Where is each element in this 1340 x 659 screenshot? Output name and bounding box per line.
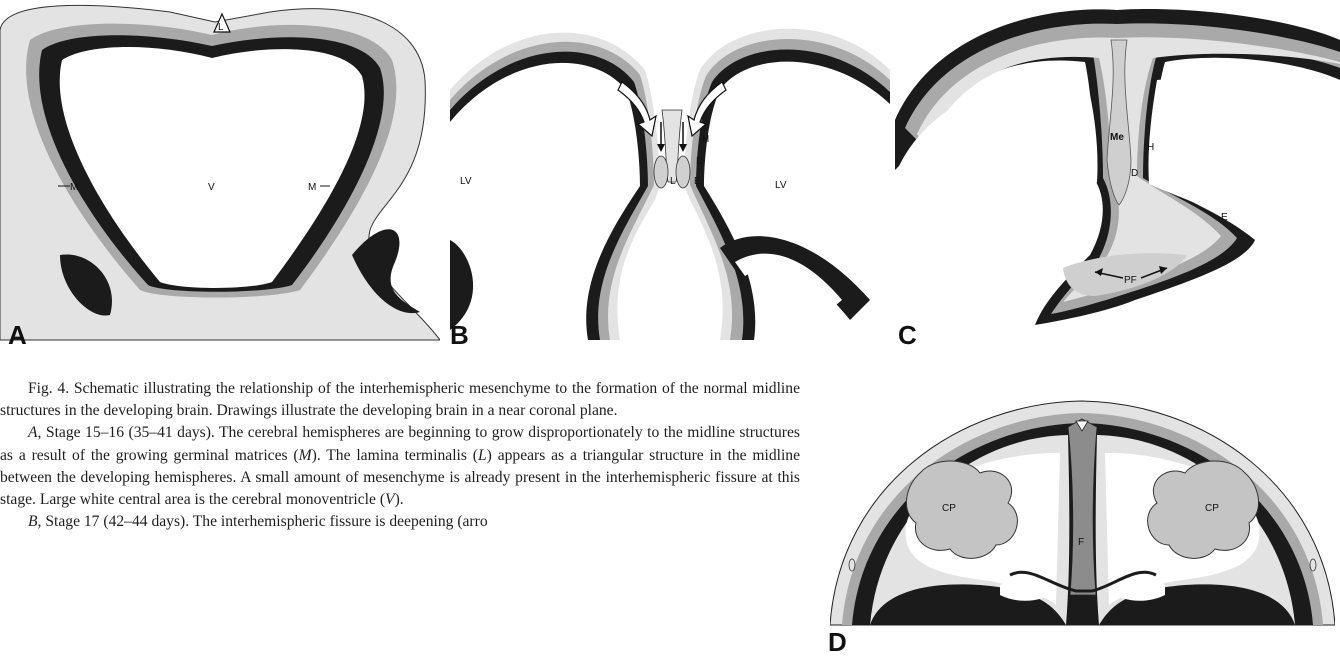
panel-c: Me H D E PF C (895, 0, 1340, 350)
panel-b-drawing: LV LV H D E L (450, 0, 890, 350)
panel-a: L M M V A (0, 0, 440, 350)
panel-b: LV LV H D E L B (450, 0, 890, 350)
panel-b-label-d: D (696, 156, 703, 167)
caption-b-paragraph: B, Stage 17 (42–44 days). The interhemis… (0, 511, 800, 533)
panel-b-label-lv-left: LV (460, 176, 472, 187)
panel-c-label-h: H (1147, 142, 1154, 153)
caption-a-label: A, (28, 424, 41, 441)
caption-a-m: M (299, 447, 312, 464)
panel-c-label-d: D (1131, 168, 1138, 179)
caption-b-text: Stage 17 (42–44 days). The interhemisphe… (45, 513, 487, 530)
panel-c-label-pf: PF (1124, 275, 1137, 286)
panel-c-label-e: E (1221, 212, 1228, 223)
panel-c-drawing: Me H D E PF (895, 0, 1340, 350)
caption-b-label: B, (28, 513, 41, 530)
panel-d: CP CP F D (830, 395, 1335, 659)
panel-d-letter: D (828, 627, 847, 658)
caption-fig-text: Schematic illustrating the relationship … (0, 380, 800, 419)
panel-d-label-f: F (1078, 537, 1084, 548)
figure-caption: Fig. 4. Schematic illustrating the relat… (0, 378, 800, 533)
panel-a-label-m-left: M (70, 182, 78, 193)
caption-a-l: L (478, 447, 487, 464)
caption-fig-paragraph: Fig. 4. Schematic illustrating the relat… (0, 378, 800, 422)
panel-a-label-l: L (218, 22, 224, 33)
caption-a-text-4: ). (395, 491, 404, 508)
panel-a-letter: A (8, 320, 27, 351)
panel-b-label-lv-right: LV (775, 180, 787, 191)
caption-fig-label: Fig. 4. (28, 380, 69, 397)
panel-c-label-me: Me (1110, 132, 1124, 143)
panel-d-label-cp-left: CP (942, 503, 956, 514)
caption-a-v: V (385, 491, 395, 508)
panel-b-label-l: L (670, 176, 676, 187)
caption-a-text-2: ). The lamina terminalis ( (312, 447, 478, 464)
caption-a-paragraph: A, Stage 15–16 (35–41 days). The cerebra… (0, 422, 800, 511)
panel-b-label-e: E (694, 176, 701, 187)
panel-d-drawing: CP CP F (830, 395, 1335, 627)
panel-a-label-m-right: M (308, 182, 316, 193)
panel-b-letter: B (450, 320, 469, 351)
panel-a-drawing: L M M V (0, 0, 440, 350)
panel-c-letter: C (898, 320, 917, 351)
panel-d-cp-left (906, 461, 1017, 558)
panel-b-label-h: H (702, 134, 709, 145)
panel-d-cp-right (1148, 461, 1259, 558)
panel-d-label-cp-right: CP (1205, 503, 1219, 514)
panel-a-label-v: V (208, 182, 215, 193)
